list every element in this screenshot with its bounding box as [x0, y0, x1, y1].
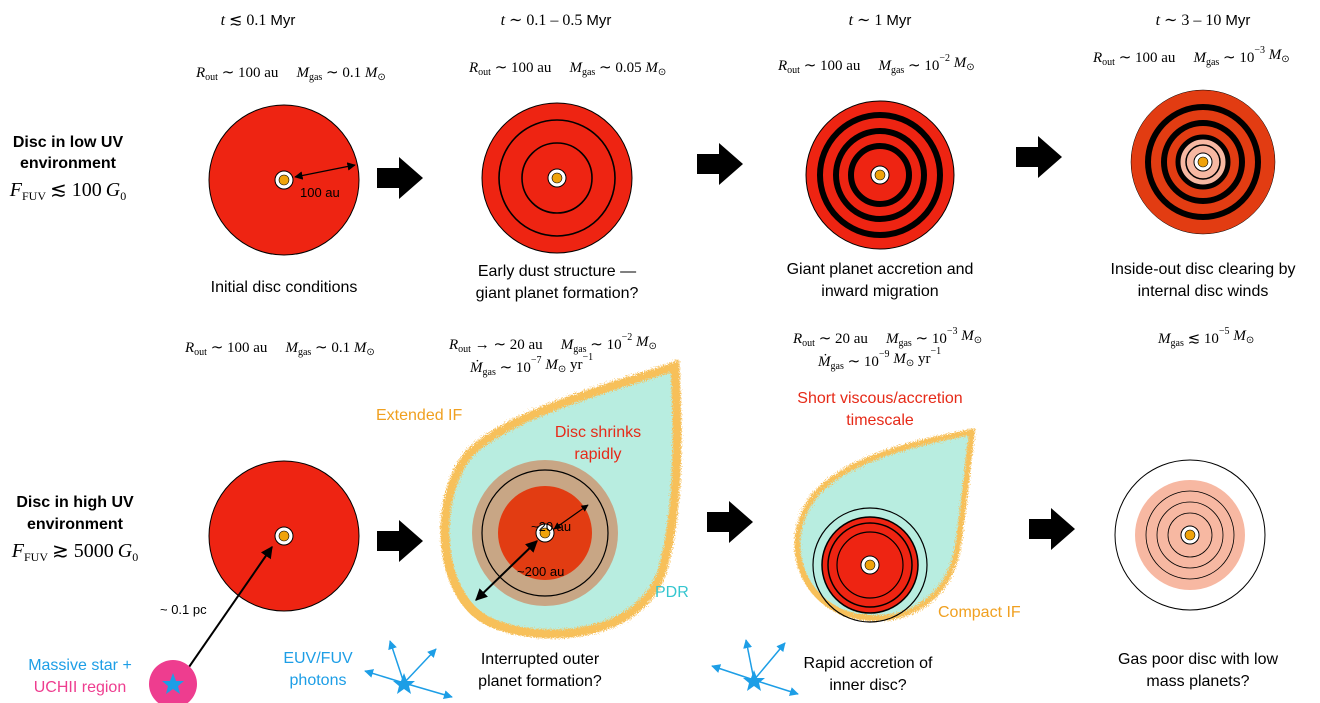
caption-giant-2: inward migration [821, 283, 938, 300]
arrow-right-icon [377, 157, 423, 199]
high-params-2-line2: Ṁgas ∼ 10−7 M⊙ yr−1 [469, 352, 593, 378]
arrow-right-icon [1029, 508, 1075, 550]
high-disc-3 [794, 428, 976, 623]
arrow-right-icon [1016, 136, 1062, 178]
caption-interrupted-1: Interrupted outer [481, 651, 600, 668]
high-uv-captions: Interrupted outer planet formation? Rapi… [478, 651, 1278, 694]
caption-gas-poor-1: Gas poor disc with low [1118, 651, 1279, 668]
low-disc-2 [481, 102, 633, 254]
caption-gas-poor-2: mass planets? [1146, 673, 1249, 690]
distance-arrow [179, 546, 273, 681]
compact-if-label: Compact IF [938, 604, 1021, 621]
distance-label: ~ 0.1 pc [160, 602, 207, 617]
low-uv-label-line1: Disc in low UV [13, 134, 124, 151]
arrow-20au [553, 504, 589, 530]
caption-giant-1: Giant planet accretion and [787, 261, 974, 278]
arrow-200au [475, 540, 538, 601]
high-uv-arrows [377, 501, 1075, 562]
arrow-right-icon [707, 501, 753, 543]
caption-inside-out-1: Inside-out disc clearing by [1111, 261, 1296, 278]
label-200au: ~200 au [517, 564, 564, 579]
high-params-3-line2: Ṁgas ∼ 10−9 M⊙ yr−1 [817, 346, 941, 372]
extended-if-label: Extended IF [376, 407, 463, 424]
arrow-right-icon [697, 143, 743, 185]
low-disc-4 [1130, 89, 1276, 235]
caption-inside-out-2: internal disc winds [1138, 283, 1269, 300]
caption-early-2: giant planet formation? [476, 285, 639, 302]
photons-label-2: photons [290, 672, 347, 689]
low-uv-arrows [377, 136, 1062, 199]
short-visc-label-1: Short viscous/accretion [797, 390, 962, 407]
low-uv-label-line2: environment [20, 155, 117, 172]
photons-group-1 [364, 640, 453, 700]
pdr-label: PDR [655, 584, 689, 601]
high-uv-label-line1: Disc in high UV [16, 494, 134, 511]
massive-star [149, 660, 197, 703]
scale-label: 100 au [300, 185, 340, 200]
massive-star-label: Massive star + [28, 657, 132, 674]
caption-rapid-1: Rapid accretion of [804, 655, 934, 672]
star-icon [162, 673, 184, 694]
scale-arrow [294, 162, 356, 180]
high-uv-label-line2: environment [27, 516, 124, 533]
high-params-4: Mgas ≲ 10−5 M⊙ [1157, 326, 1254, 349]
photons-label-1: EUV/FUV [283, 650, 353, 667]
low-disc-1: 100 au [208, 104, 360, 256]
disc-shrinks-label-2: rapidly [574, 446, 621, 463]
low-disc-3 [805, 100, 955, 250]
short-visc-label-2: timescale [846, 412, 914, 429]
caption-interrupted-2: planet formation? [478, 673, 602, 690]
photons-group-2 [711, 639, 799, 696]
caption-initial: Initial disc conditions [211, 279, 358, 296]
label-20au: ~20 au [531, 519, 571, 534]
low-uv-captions: Initial disc conditions Early dust struc… [211, 261, 1296, 302]
uchii-label: UCHII region [34, 679, 126, 696]
caption-early-1: Early dust structure — [478, 263, 636, 280]
high-disc-2: ~20 au ~200 au [440, 359, 682, 639]
high-disc-1 [208, 460, 360, 612]
high-disc-4 [1114, 459, 1266, 611]
disc-shrinks-label-1: Disc shrinks [555, 424, 641, 441]
arrow-right-icon [377, 520, 423, 562]
caption-rapid-2: inner disc? [829, 677, 906, 694]
